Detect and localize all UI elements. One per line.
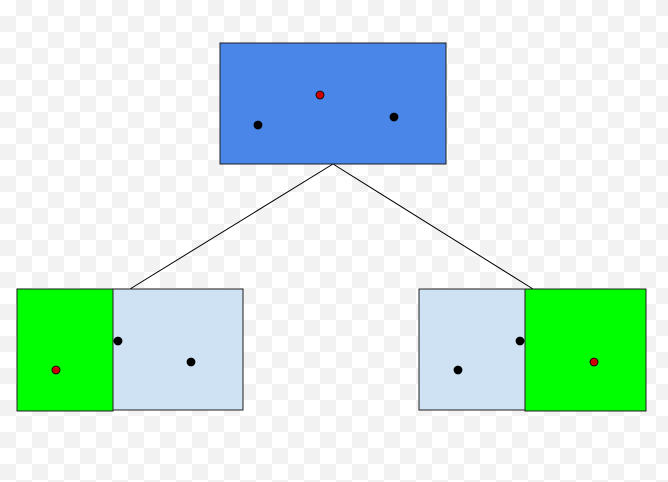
root-red-point — [315, 90, 325, 100]
root-node — [219, 42, 447, 165]
root-left-point — [253, 120, 263, 130]
right-edge-point — [515, 336, 525, 346]
left-red-point — [51, 365, 61, 375]
root-right-point — [389, 112, 399, 122]
right-green-box — [524, 288, 647, 412]
left-child-node — [16, 288, 244, 412]
left-edge-point — [113, 336, 123, 346]
right-inner-point — [453, 365, 463, 375]
connector-root-to-right — [332, 163, 534, 290]
root-box — [219, 42, 447, 165]
left-green-box — [16, 288, 114, 412]
right-light-box — [418, 288, 526, 411]
right-red-point — [589, 357, 599, 367]
right-child-node — [418, 288, 647, 412]
connector-root-to-left — [129, 163, 334, 290]
left-light-box — [112, 288, 244, 411]
left-inner-point — [186, 357, 196, 367]
